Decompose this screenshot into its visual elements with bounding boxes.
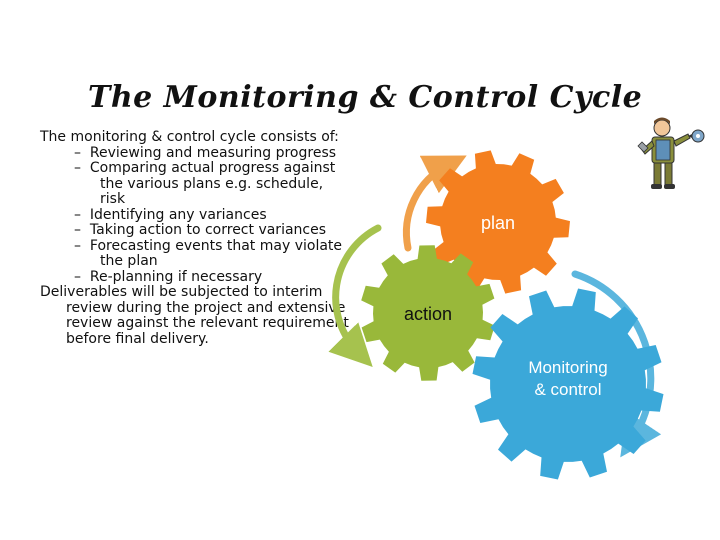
action-cycle-arrow: [328, 224, 382, 368]
plan-label: plan: [481, 213, 515, 233]
mechanic-with-wrench-icon: [637, 117, 705, 189]
monitoring-cycle-arrow: [571, 270, 662, 458]
body-text: The monitoring & control cycle consists …: [30, 129, 350, 347]
bullet-item: – Forecasting events that may violate th…: [30, 237, 350, 270]
bullet-text: Comparing actual progress against the va…: [89, 160, 336, 207]
bullet-marker: –: [74, 144, 81, 161]
closing-text: Deliverables will be subjected to interi…: [40, 284, 349, 347]
bullet-marker: –: [74, 237, 81, 254]
action-gear: [361, 245, 495, 381]
bullet-text: Forecasting events that may violate the …: [89, 237, 343, 269]
bullet-text: Identifying any variances: [89, 206, 267, 223]
bullet-marker: –: [74, 268, 81, 285]
bullet-text: Reviewing and measuring progress: [89, 144, 337, 161]
monitoring-gear: [472, 288, 664, 480]
bullet-item: – Identifying any variances: [30, 206, 350, 224]
plan-cycle-arrow: [402, 155, 467, 252]
bullet-item: – Reviewing and measuring progress: [30, 144, 350, 162]
bullet-marker: –: [74, 222, 81, 238]
bullet-marker: –: [74, 160, 81, 176]
monitoring-label-line1: Monitoring: [528, 358, 607, 377]
bullet-text: Taking action to correct variances: [89, 222, 327, 238]
slide-title: The Monitoring & Control Cycle: [88, 80, 643, 115]
bullet-item: – Comparing actual progress against the …: [30, 160, 350, 208]
intro-text: The monitoring & control cycle consists …: [40, 129, 339, 145]
bullet-marker: –: [74, 206, 81, 223]
action-label: action: [404, 304, 452, 324]
bullet-item: – Taking action to correct variances: [30, 222, 350, 239]
monitoring-label-line2: & control: [534, 380, 601, 399]
bullet-text: Re-planning if necessary: [89, 268, 263, 285]
bullet-item: – Re-planning if necessary: [30, 268, 350, 286]
